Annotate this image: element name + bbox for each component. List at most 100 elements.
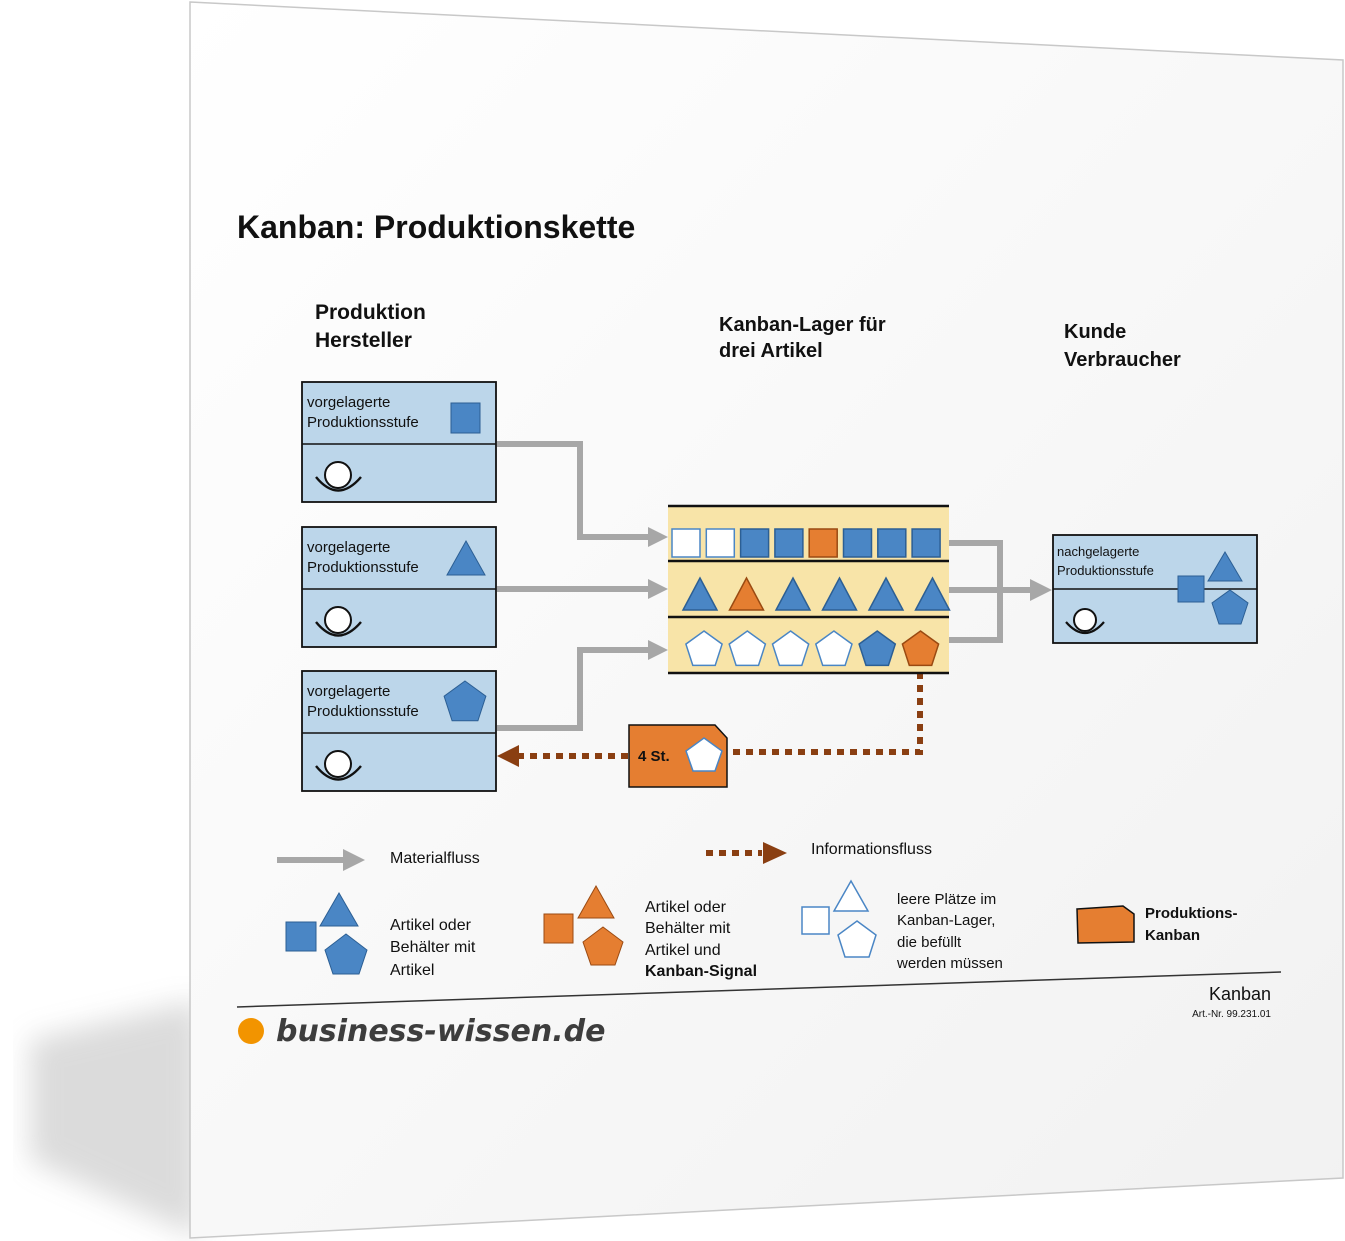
page-title: Kanban: Produktionskette <box>237 209 635 245</box>
downstream-stage: nachgelagerte Produktionsstufe <box>1052 534 1258 644</box>
store-triangle-filled <box>821 576 858 611</box>
legend-empty-line3: die befüllt <box>897 934 962 951</box>
upstream-stage-label-line1: vorgelagerte <box>307 539 390 556</box>
upstream-stage-label-line2: Produktionsstufe <box>307 414 419 431</box>
material-flow-line-pentagon <box>497 647 650 731</box>
legend-signal-line2: Behälter mit <box>645 920 731 937</box>
info-flow-arrowhead <box>497 745 519 767</box>
store-pentagon-signal <box>901 630 940 667</box>
legend-empty-pentagon-icon <box>837 920 877 958</box>
upstream-stages: vorgelagerteProduktionsstufevorgelagerte… <box>301 381 497 792</box>
legend-signal-line3: Artikel und <box>645 942 721 959</box>
legend-material-flow-label: Materialfluss <box>390 850 480 867</box>
downstream-triangle-icon <box>1207 551 1243 582</box>
kanban-store-shelves <box>668 504 949 675</box>
legend-signal-line1: Artikel oder <box>645 899 727 916</box>
legend-kanban-card-icon <box>1076 905 1135 944</box>
store-pentagon-empty <box>771 630 810 667</box>
legend-prod-kanban-line1: Produktions- <box>1145 905 1238 922</box>
legend-items-square-icon <box>285 921 317 952</box>
store-triangle-filled <box>867 576 905 611</box>
page-shadow <box>30 1000 200 1238</box>
store-square-filled <box>739 528 770 558</box>
legend-information-flow: Informationsfluss <box>706 841 932 864</box>
upstream-pentagon-icon <box>443 680 487 722</box>
legend-signal-items: Artikel oder Behälter mit Artikel und Ka… <box>543 884 757 980</box>
producer-header-line2: Hersteller <box>315 329 412 352</box>
downstream-stage-label-line1: nachgelagerte <box>1057 544 1139 559</box>
material-flow-lines <box>497 441 1032 731</box>
worker-icon <box>315 606 362 637</box>
material-flow-out-top <box>949 540 1003 590</box>
arrowhead-square <box>648 527 668 547</box>
downstream-worker-icon <box>1065 608 1105 635</box>
store-triangle-filled <box>914 576 951 611</box>
kanban-store <box>668 504 951 675</box>
downstream-square-icon <box>1177 575 1205 603</box>
legend-signal-square-icon <box>543 913 574 944</box>
store-square-empty <box>705 528 736 558</box>
downstream-stage-label-line2: Produktionsstufe <box>1057 563 1154 578</box>
store-square-filled <box>911 528 941 558</box>
kanban-card-quantity: 4 St. <box>638 748 670 765</box>
legend-items-pentagon-icon <box>324 933 368 975</box>
store-square-filled <box>774 528 804 558</box>
legend-material-flow: Materialfluss <box>277 849 480 871</box>
legend-production-kanban: Produktions- Kanban <box>1076 905 1238 944</box>
store-triangle-filled <box>681 576 719 611</box>
brand-dot-icon <box>238 1018 264 1044</box>
upstream-triangle-icon <box>446 539 486 576</box>
footer-doc-title: Kanban <box>1209 984 1271 1004</box>
legend-material-flow-arrowhead <box>343 849 365 871</box>
legend-empty-line2: Kanban-Lager, <box>897 912 995 929</box>
legend-prod-kanban-line2: Kanban <box>1145 927 1200 944</box>
store-pentagon-empty <box>728 630 767 667</box>
legend-items-line1: Artikel oder <box>390 917 472 934</box>
store-header-line1: Kanban-Lager für <box>719 314 886 336</box>
arrowhead-triangle <box>648 579 668 599</box>
store-square-empty <box>671 528 701 558</box>
arrowhead-pentagon <box>648 640 668 660</box>
legend-info-flow-arrowhead <box>763 842 787 864</box>
legend-signal-line4: Kanban-Signal <box>645 963 757 980</box>
info-flow-store-to-card <box>728 672 923 755</box>
upstream-stage-label-line1: vorgelagerte <box>307 394 390 411</box>
information-flow-line <box>516 672 923 759</box>
store-square-signal <box>808 528 838 558</box>
kanban-card-pentagon-icon <box>685 737 723 772</box>
legend-empty-line4: werden müssen <box>896 955 1003 972</box>
production-kanban-card: 4 St. <box>628 724 728 788</box>
legend-info-flow-label: Informationsfluss <box>811 841 932 858</box>
material-flow-out-bottom <box>949 590 1003 643</box>
brand-logo-text: business-wissen.de <box>276 1014 605 1049</box>
store-triangle-filled <box>774 576 812 611</box>
legend-items-triangle-icon <box>319 891 359 927</box>
worker-icon <box>315 750 362 781</box>
legend-signal-pentagon-icon <box>582 926 624 966</box>
store-pentagon-empty <box>814 630 853 667</box>
store-pentagon-filled <box>858 630 897 667</box>
customer-header-line1: Kunde <box>1064 321 1126 343</box>
legend-empty-triangle-icon <box>832 879 870 912</box>
legend-empty-slots: leere Plätze im Kanban-Lager, die befüll… <box>801 879 1003 972</box>
footer-article-number: Art.-Nr. 99.231.01 <box>1192 1009 1271 1020</box>
store-square-filled <box>877 528 907 558</box>
legend-signal-triangle-icon <box>577 884 615 919</box>
material-flow-arrowheads <box>648 527 1052 660</box>
legend-empty-square-icon <box>801 906 830 935</box>
upstream-stage-label-line1: vorgelagerte <box>307 683 390 700</box>
kanban-store-slots <box>671 528 951 667</box>
upstream-stage-label-line2: Produktionsstufe <box>307 559 419 576</box>
upstream-square-icon <box>450 402 481 434</box>
upstream-stage-label-line2: Produktionsstufe <box>307 703 419 720</box>
legend-items-line2: Behälter mit <box>390 939 476 956</box>
arrowhead-customer <box>1030 579 1052 601</box>
store-square-filled <box>842 528 873 558</box>
store-triangle-signal <box>728 576 765 611</box>
legend-items-line3: Artikel <box>390 962 434 979</box>
downstream-pentagon-icon <box>1211 589 1249 625</box>
